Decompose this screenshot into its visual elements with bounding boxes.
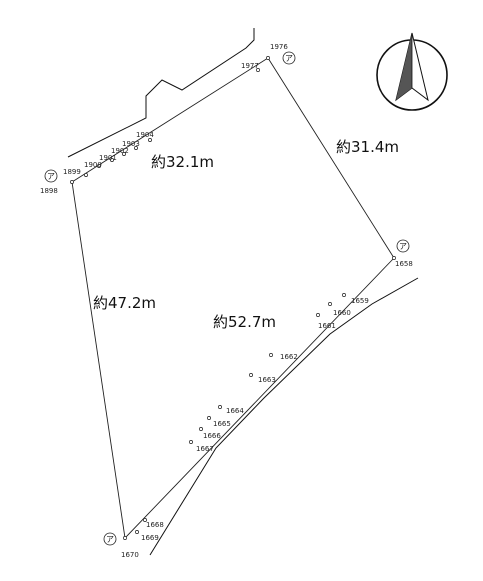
corner-label-s: 1670: [121, 551, 139, 559]
boundary-point-markers: [70, 56, 396, 540]
point-label: 1904: [136, 131, 154, 139]
svg-text:ア: ア: [285, 54, 293, 63]
svg-text:ア: ア: [106, 535, 114, 544]
boundary-point: [328, 302, 332, 306]
boundary-point: [135, 530, 139, 534]
svg-text:ア: ア: [399, 242, 407, 251]
point-label: 1659: [351, 297, 369, 305]
boundary-point: [266, 56, 270, 60]
boundary-point: [110, 158, 114, 162]
boundary-point: [218, 405, 222, 409]
boundary-point: [123, 536, 127, 540]
point-label: 1977: [241, 62, 259, 70]
boundary-point: [269, 353, 273, 357]
point-label: 1901: [99, 154, 117, 162]
point-label: 1666: [203, 432, 221, 440]
road-edge-bottom: [149, 277, 419, 556]
boundary-point: [143, 518, 147, 522]
dimension-label-left: 約47.2m: [93, 294, 156, 312]
boundary-point: [97, 164, 101, 168]
corner-marker-e: ア: [396, 239, 410, 253]
boundary-point: [70, 180, 74, 184]
north-arrow-icon: [376, 32, 448, 111]
dimension-label-right: 約31.4m: [336, 138, 399, 156]
svg-text:ア: ア: [47, 172, 55, 181]
boundary-point: [148, 138, 152, 142]
point-label: 1668: [146, 521, 164, 529]
corner-marker-s: ア: [103, 532, 117, 546]
point-label: 1662: [280, 353, 298, 361]
boundary-point: [134, 146, 138, 150]
road-edge-top: [67, 28, 255, 158]
corner-label-ne: 1976: [270, 43, 288, 51]
boundary-point: [199, 427, 203, 431]
point-label: 1902: [111, 147, 129, 155]
boundary-point: [342, 293, 346, 297]
point-label: 1664: [226, 407, 244, 415]
boundary-point: [392, 256, 396, 260]
dimension-label-bottom: 約52.7m: [213, 313, 276, 331]
corner-marker-nw: ア: [44, 169, 58, 183]
point-label: 1663: [258, 376, 276, 384]
boundary-point: [316, 313, 320, 317]
point-label: 1903: [122, 140, 140, 148]
boundary-point: [84, 173, 88, 177]
boundary-point: [122, 152, 126, 156]
boundary-point: [256, 68, 260, 72]
point-label: 1899: [63, 168, 81, 176]
corner-label-nw: 1898: [40, 187, 58, 195]
point-label: 1660: [333, 309, 351, 317]
point-label: 1669: [141, 534, 159, 542]
point-label: 1667: [196, 445, 214, 453]
corner-marker-ne: ア: [282, 51, 296, 65]
boundary-point: [249, 373, 253, 377]
point-label: 1900: [84, 161, 102, 169]
boundary-point: [207, 416, 211, 420]
dimension-label-top: 約32.1m: [151, 153, 214, 171]
point-label: 1665: [213, 420, 231, 428]
corner-label-e: 1658: [395, 260, 413, 268]
point-label: 1661: [318, 322, 336, 330]
boundary-point: [189, 440, 193, 444]
